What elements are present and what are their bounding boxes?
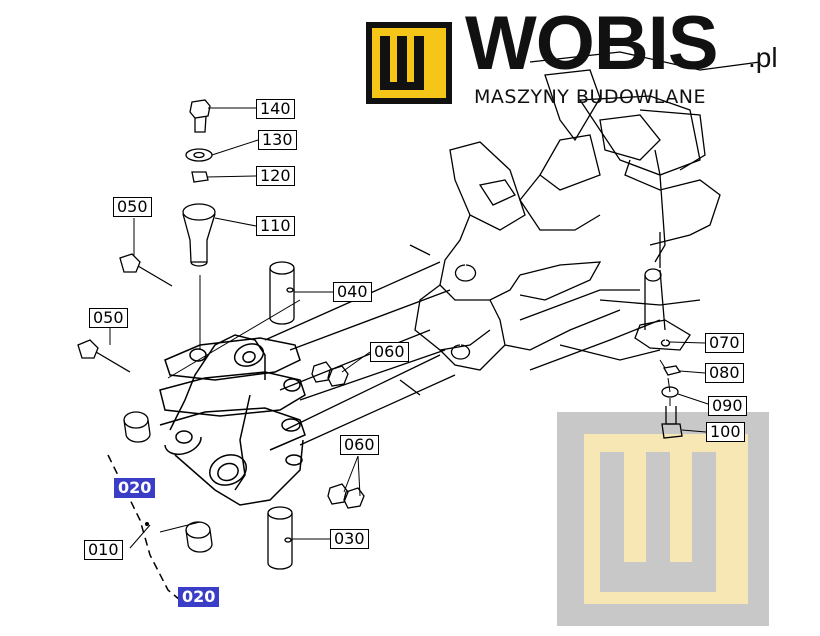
brand-name: WOBIS: [465, 1, 719, 86]
callout-020-lower: 020: [178, 587, 220, 607]
callout-060-upper: 060: [370, 342, 409, 362]
callout-060-lower: 060: [340, 435, 379, 455]
callout-140: 140: [256, 99, 295, 119]
callout-110: 110: [256, 216, 295, 236]
callout-080: 080: [705, 363, 744, 383]
brand-logo-icon: [366, 22, 452, 104]
callout-090: 090: [708, 396, 747, 416]
bracket-drawing: [159, 334, 306, 506]
callout-050-upper: 050: [113, 197, 152, 217]
callout-010: 010: [84, 540, 123, 560]
arm-rods-drawing: [264, 244, 456, 446]
callout-020-upper: 020: [114, 478, 156, 498]
callout-130: 130: [258, 130, 297, 150]
watermark-logo: [557, 412, 769, 626]
callout-030: 030: [330, 529, 369, 549]
leader-lines: [109, 107, 709, 549]
callout-100: 100: [706, 422, 745, 442]
callout-040: 040: [333, 282, 372, 302]
dashed-leader: [107, 454, 181, 601]
brand-tagline: MASZYNY BUDOWLANE: [474, 86, 706, 108]
callout-120: 120: [256, 166, 295, 186]
callout-070: 070: [705, 333, 744, 353]
brand-tld: .pl: [748, 42, 778, 73]
machine-frame-drawing: [414, 51, 761, 371]
callout-050-lower: 050: [89, 308, 128, 328]
